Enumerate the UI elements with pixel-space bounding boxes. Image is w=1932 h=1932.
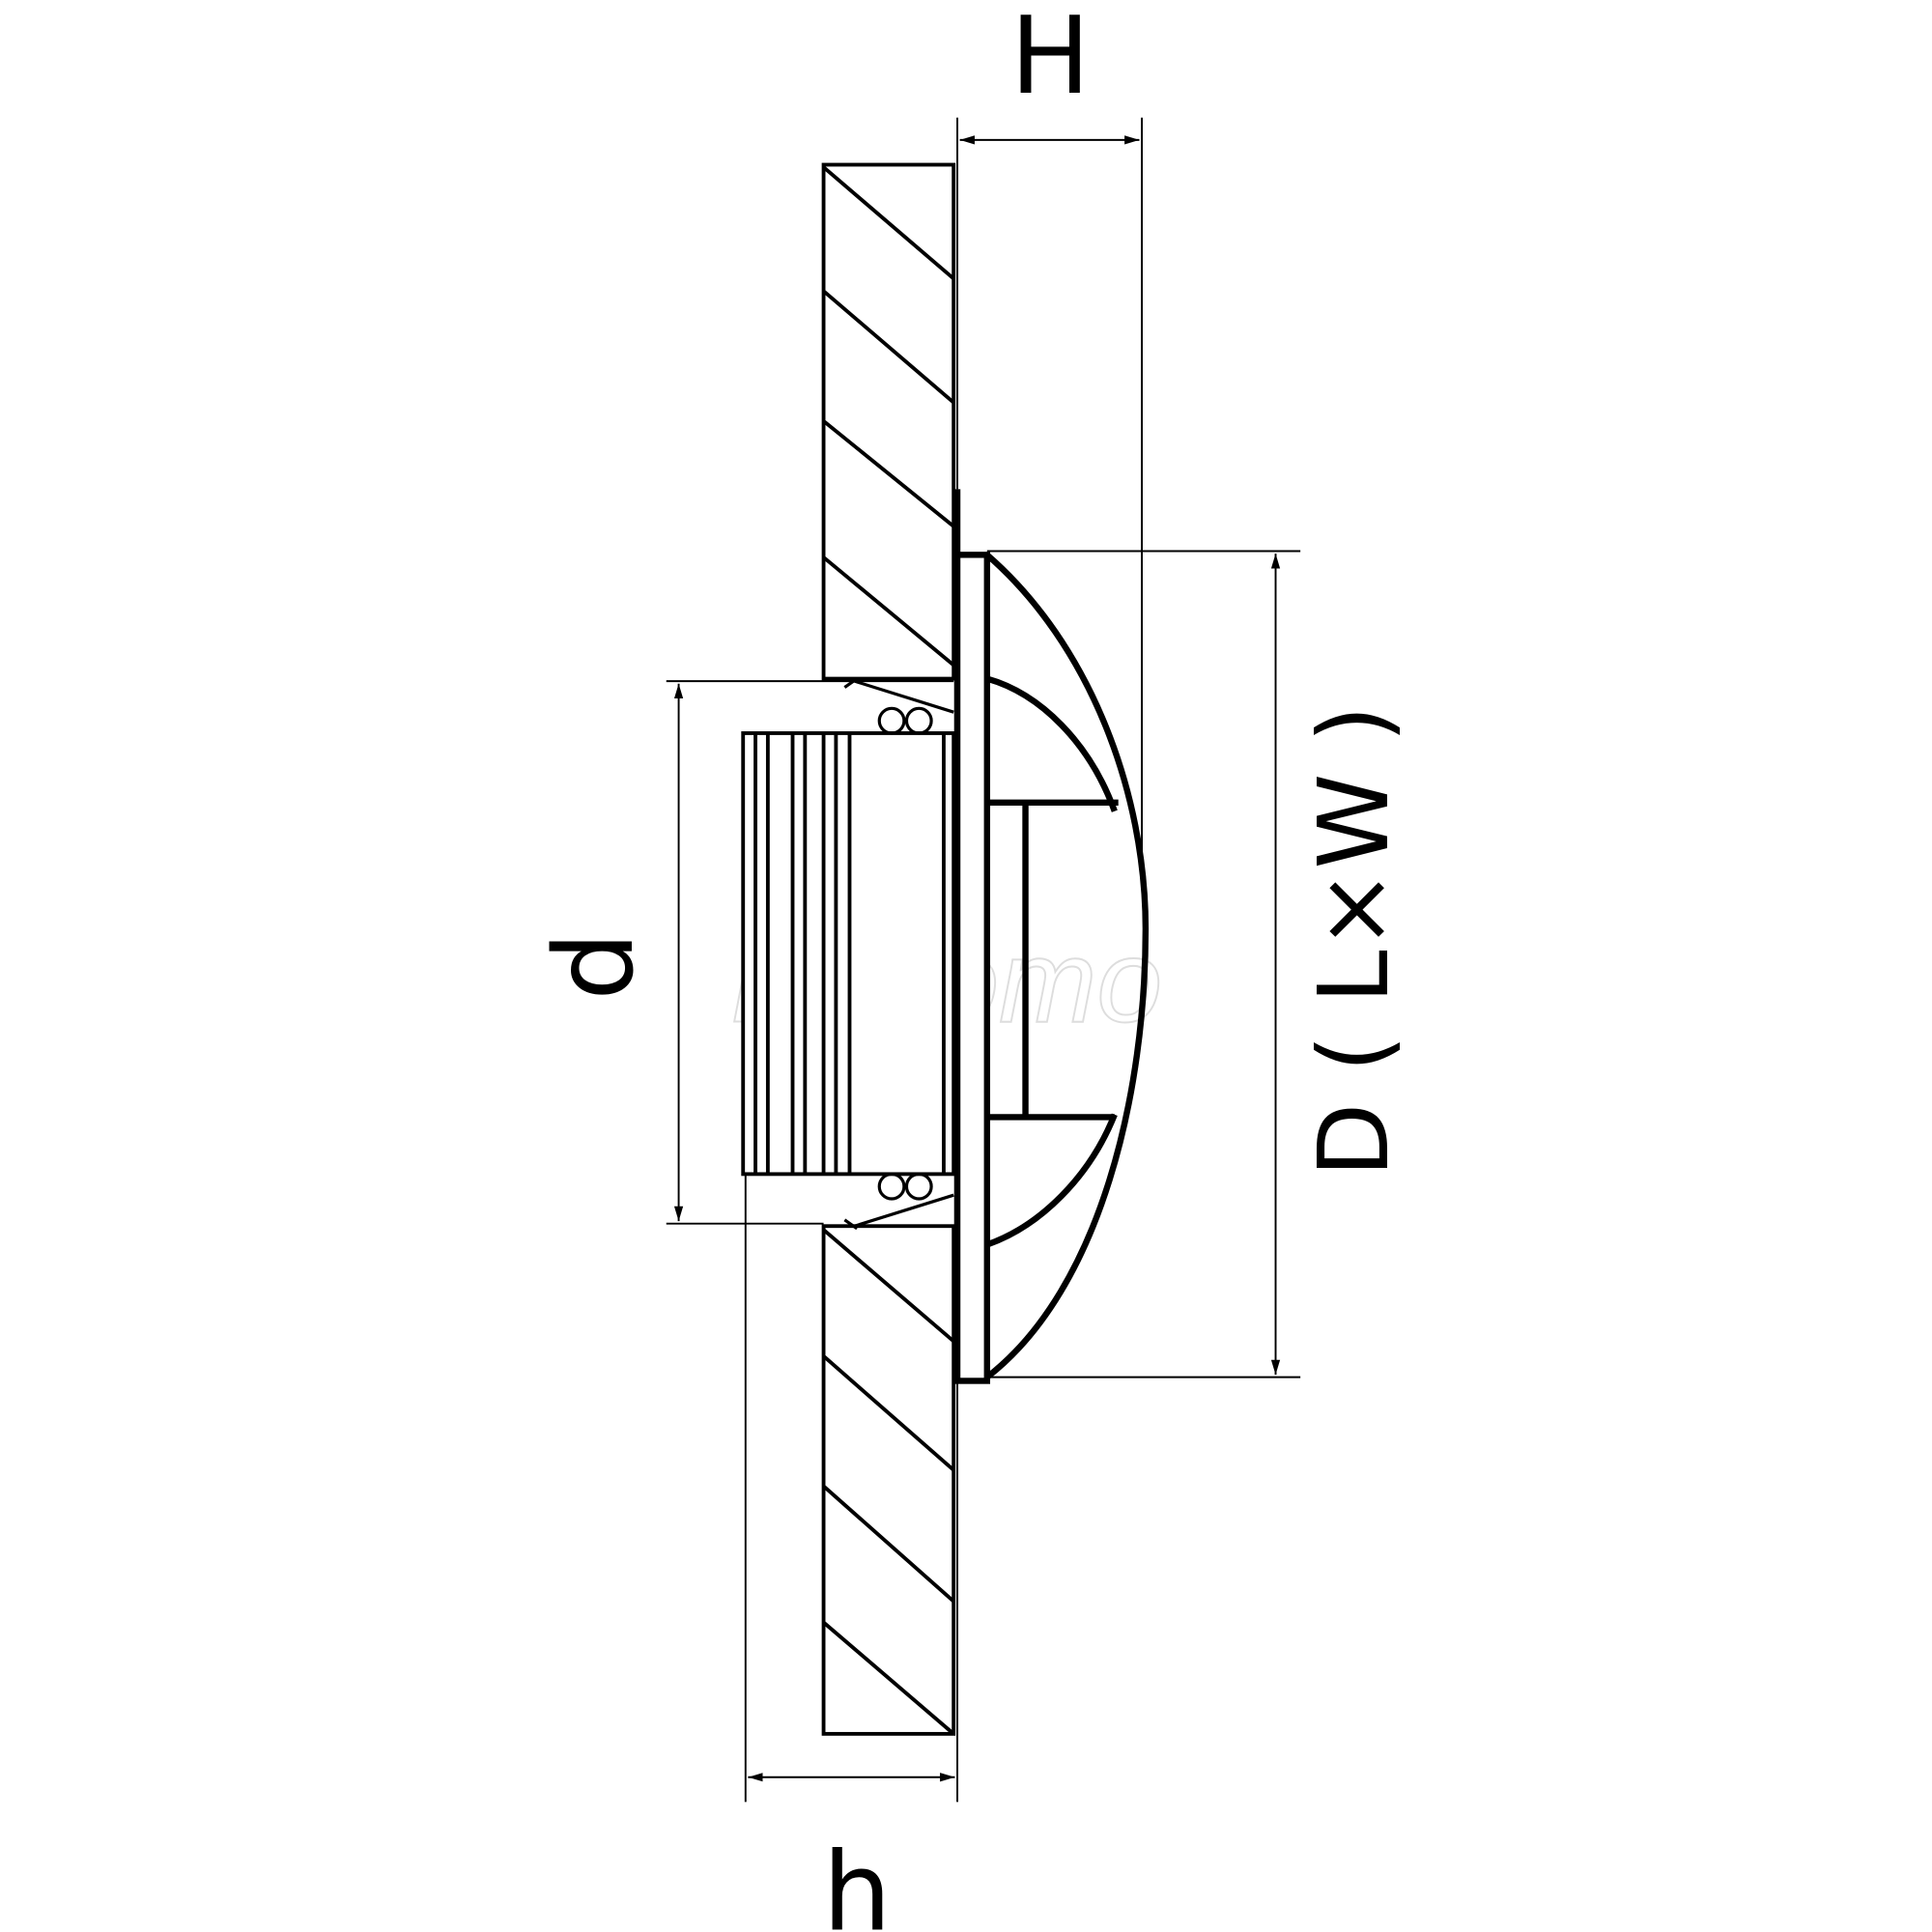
- label-H: H: [1010, 0, 1091, 119]
- dimension-h: [744, 1174, 958, 1803]
- label-h: h: [822, 1828, 892, 1932]
- ceiling-section-top: [821, 162, 956, 681]
- spring-clips: [843, 677, 954, 1231]
- lamp-flange-dome: [953, 489, 1150, 1384]
- label-D: D ( L×W ): [1297, 705, 1410, 1178]
- dimension-D: [986, 550, 1301, 1378]
- ceiling-section-bottom: [821, 1224, 956, 1736]
- lamp-cylinder: [741, 731, 956, 1177]
- dimension-H: [956, 117, 1144, 867]
- label-d: d: [530, 931, 658, 1001]
